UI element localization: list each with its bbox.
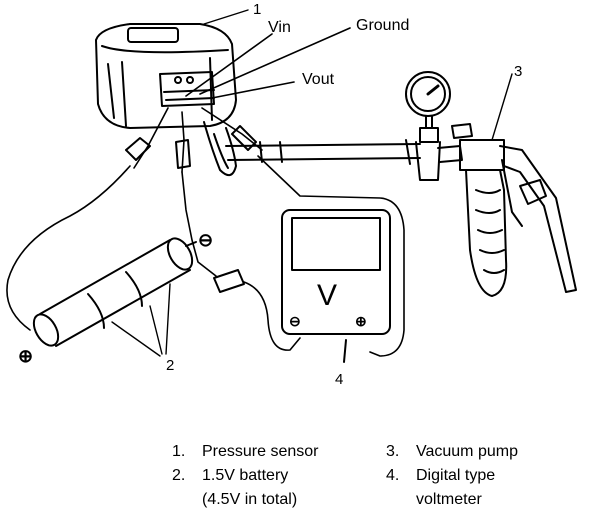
meter-positive-symbol: ⊕ xyxy=(355,313,367,329)
battery-negative-symbol: ⊖ xyxy=(198,230,213,250)
legend-text: Pressure sensor xyxy=(202,443,319,460)
battery-positive-symbol: ⊕ xyxy=(18,346,33,366)
vacuum-hose xyxy=(225,139,421,165)
vacuum-pump xyxy=(405,71,577,297)
legend-item-1: 1. Pressure sensor xyxy=(172,440,319,464)
sensor-wires xyxy=(133,27,351,173)
lead-battery-positive xyxy=(6,165,131,331)
callout-1: 1 xyxy=(253,1,261,18)
legend-right: 3. Vacuum pump 4. Digital type voltmeter xyxy=(386,440,518,512)
callout-leaders xyxy=(203,9,513,141)
legend-left: 1. Pressure sensor 2. 1.5V battery (4.5V… xyxy=(172,440,319,512)
callout-2-lines xyxy=(111,283,171,357)
label-ground: Ground xyxy=(356,17,409,34)
callout-3: 3 xyxy=(514,63,522,80)
legend-item-2-note: (4.5V in total) xyxy=(172,488,319,512)
legend-num xyxy=(172,488,202,512)
meter-negative-symbol: ⊖ xyxy=(289,313,301,329)
alligator-clips xyxy=(125,125,257,293)
label-vout: Vout xyxy=(302,71,335,88)
callout-4: 4 xyxy=(335,371,343,388)
legend-num: 4. xyxy=(386,467,400,484)
batteries xyxy=(32,237,197,347)
legend-text: Vacuum pump xyxy=(416,443,518,460)
lead-ground xyxy=(181,171,217,277)
legend-item-4: 4. Digital type xyxy=(386,464,518,488)
digital-voltmeter xyxy=(281,209,391,363)
legend-text: voltmeter xyxy=(416,491,482,508)
legend-text: (4.5V in total) xyxy=(202,491,298,508)
legend-num: 3. xyxy=(386,443,400,460)
legend-item-3: 3. Vacuum pump xyxy=(386,440,518,464)
legend-item-2: 2. 1.5V battery xyxy=(172,464,319,488)
legend-text: Digital type xyxy=(416,467,496,484)
callout-2: 2 xyxy=(166,357,174,374)
lead-meter-negative xyxy=(243,281,301,351)
pressure-sensor xyxy=(95,23,237,177)
legend-num: 1. xyxy=(172,443,186,460)
lead-vout xyxy=(257,155,405,357)
legend-item-4-note: voltmeter xyxy=(386,488,518,512)
legend-num: 2. xyxy=(172,467,186,484)
legend-text: 1.5V battery xyxy=(202,467,289,484)
label-vin: Vin xyxy=(268,19,291,36)
meter-symbol: V xyxy=(317,279,337,312)
legend-num xyxy=(386,488,416,512)
